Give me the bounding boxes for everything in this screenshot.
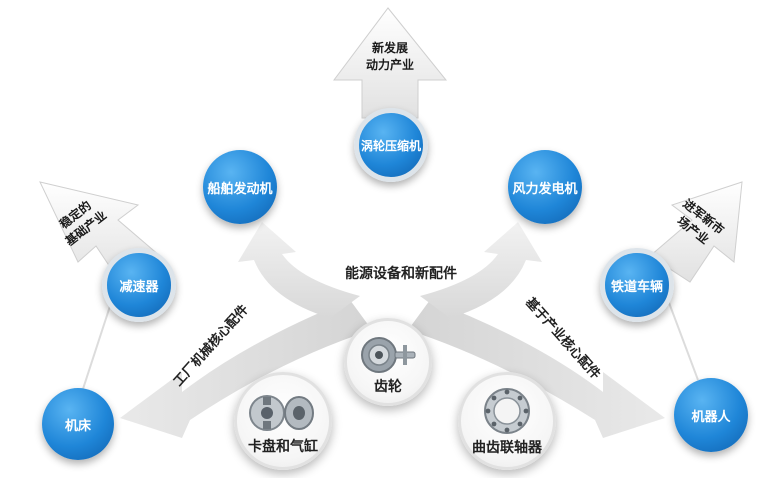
part-gear-label: 齿轮 bbox=[374, 378, 402, 394]
arrow-to-ship-engine bbox=[238, 222, 360, 318]
node-railway-vehicle: 铁道车辆 bbox=[600, 248, 674, 322]
gear-coupling-icon bbox=[484, 388, 530, 434]
connector-right bbox=[667, 299, 699, 381]
part-chuck-cylinder: 卡盘和气缸 bbox=[234, 372, 332, 470]
center-label: 能源设备和新配件 bbox=[345, 265, 457, 281]
chuck-cylinder-icon bbox=[249, 395, 314, 431]
arrow-to-robot bbox=[408, 300, 665, 438]
part-gear: 齿轮 bbox=[344, 318, 432, 406]
node-reducer: 减速器 bbox=[102, 248, 176, 322]
node-turbo-compressor: 涡轮压缩机 bbox=[354, 108, 428, 182]
connector-left bbox=[81, 299, 113, 393]
arrow-to-wind-power bbox=[420, 222, 542, 318]
node-wind-power: 风力发电机 bbox=[508, 150, 582, 224]
gear-icon bbox=[361, 337, 416, 373]
part-gear-coupling-label: 曲齿联轴器 bbox=[472, 439, 542, 455]
node-robot: 机器人 bbox=[674, 378, 748, 452]
arrow-to-machine-tool bbox=[120, 300, 372, 438]
flag-top-text: 新发展 动力产业 bbox=[365, 41, 414, 72]
part-gear-coupling: 曲齿联轴器 bbox=[458, 372, 556, 470]
node-machine-tool: 机床 bbox=[42, 388, 114, 460]
node-ship-engine: 船舶发动机 bbox=[203, 150, 277, 224]
part-chuck-cylinder-label: 卡盘和气缸 bbox=[248, 438, 318, 454]
